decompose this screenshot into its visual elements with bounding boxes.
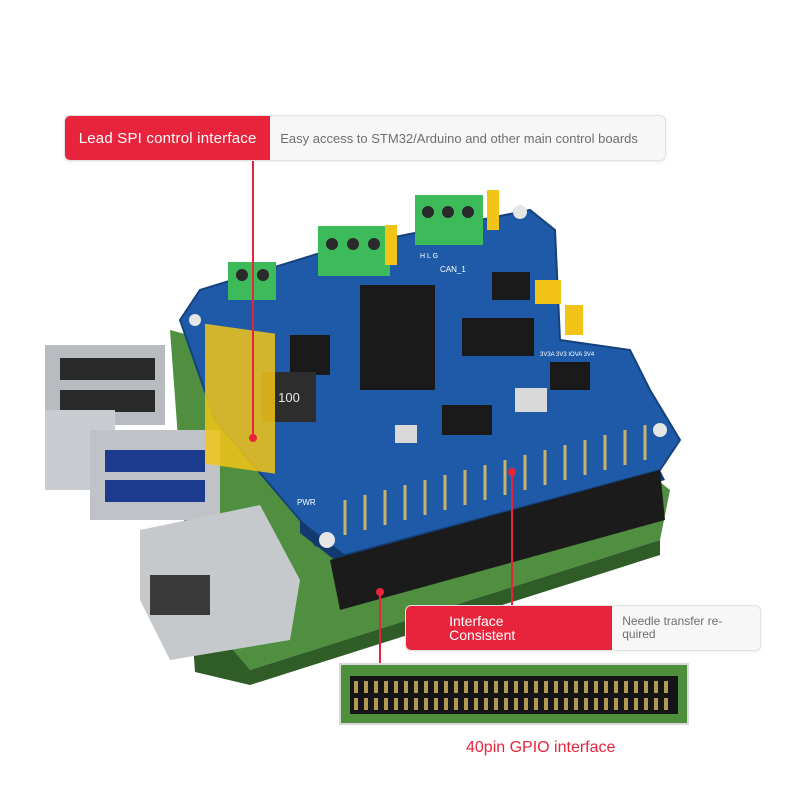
callout-interface-tag: Interface Consistent [406, 606, 613, 650]
gpio-socket [330, 470, 665, 610]
svg-text:100: 100 [278, 390, 300, 405]
callout-spi: Lead SPI control interface Easy access t… [64, 115, 666, 161]
callout-interface: Interface Consistent Needle transfer re-… [405, 605, 761, 651]
gpio-inset [339, 663, 689, 725]
callout-spi-desc: Easy access to STM32/Arduino and other m… [280, 130, 638, 146]
mcu-chip [462, 318, 534, 356]
gpio-inset-pins [354, 681, 668, 710]
terminal-block-right [415, 195, 483, 245]
spi-pin-header [205, 323, 275, 474]
terminal-block-middle [318, 226, 390, 276]
gpio-interface-label: 40pin GPIO interface [466, 739, 616, 756]
pwr-label: PWR [297, 498, 316, 507]
callout-pointers [249, 159, 516, 664]
ethernet-port [140, 505, 300, 660]
hl-label: H L G [420, 253, 438, 260]
gpio-header-pins [343, 425, 647, 535]
voltage-label: 3V3A 3V3 IOVA 3V4 [540, 352, 595, 358]
header-socket [360, 285, 435, 390]
usb-port-stack-2 [90, 430, 220, 520]
callout-spi-tag: Lead SPI control interface [65, 116, 271, 160]
callout-interface-desc: Needle transfer re-quired [622, 614, 723, 641]
callout-interface-tag-text: Interface Consistent [449, 613, 516, 643]
can-label: CAN_1 [440, 265, 466, 274]
